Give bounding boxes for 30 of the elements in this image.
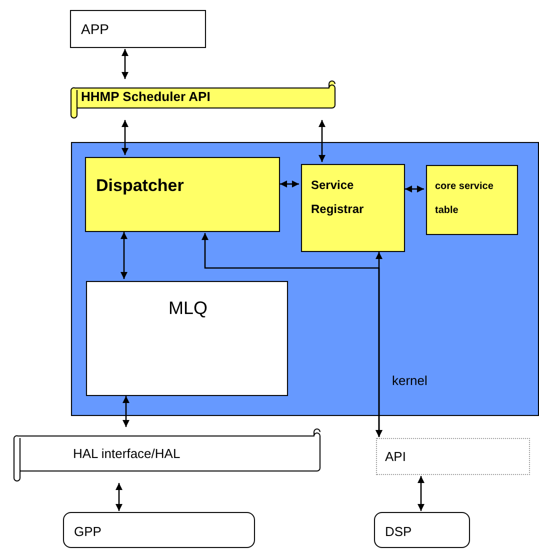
node-label: Service Registrar: [311, 177, 365, 218]
kernel-panel: [71, 142, 539, 416]
arrow: [116, 483, 122, 511]
process-box: [85, 157, 280, 232]
arrow: [376, 252, 382, 437]
node-label: HHMP Scheduler API: [81, 89, 210, 105]
node-label: GPP: [74, 524, 102, 540]
rounded-box: [374, 512, 470, 548]
arrow: [122, 49, 128, 79]
node-label: API: [385, 449, 406, 465]
arrow: [405, 186, 424, 192]
rounded-box: [63, 512, 255, 548]
dotted-box: [376, 438, 530, 475]
node-label: kernel: [392, 373, 428, 389]
process-box: [426, 165, 518, 235]
arrow: [418, 476, 424, 511]
process-box: [301, 164, 405, 252]
arrow: [122, 396, 130, 427]
node-label: core service table: [435, 180, 494, 218]
node-label: Dispatcher: [96, 176, 184, 196]
arrow: [280, 180, 299, 188]
arrow: [122, 120, 128, 155]
node-label: APP: [81, 21, 110, 38]
node-label: DSP: [385, 524, 412, 540]
node-label: HAL interface/HAL: [73, 446, 180, 462]
arrow: [318, 120, 326, 162]
arrow: [120, 232, 128, 279]
node-label: MLQ: [167, 298, 208, 320]
process-box: [86, 281, 288, 396]
process-box: [70, 10, 206, 48]
